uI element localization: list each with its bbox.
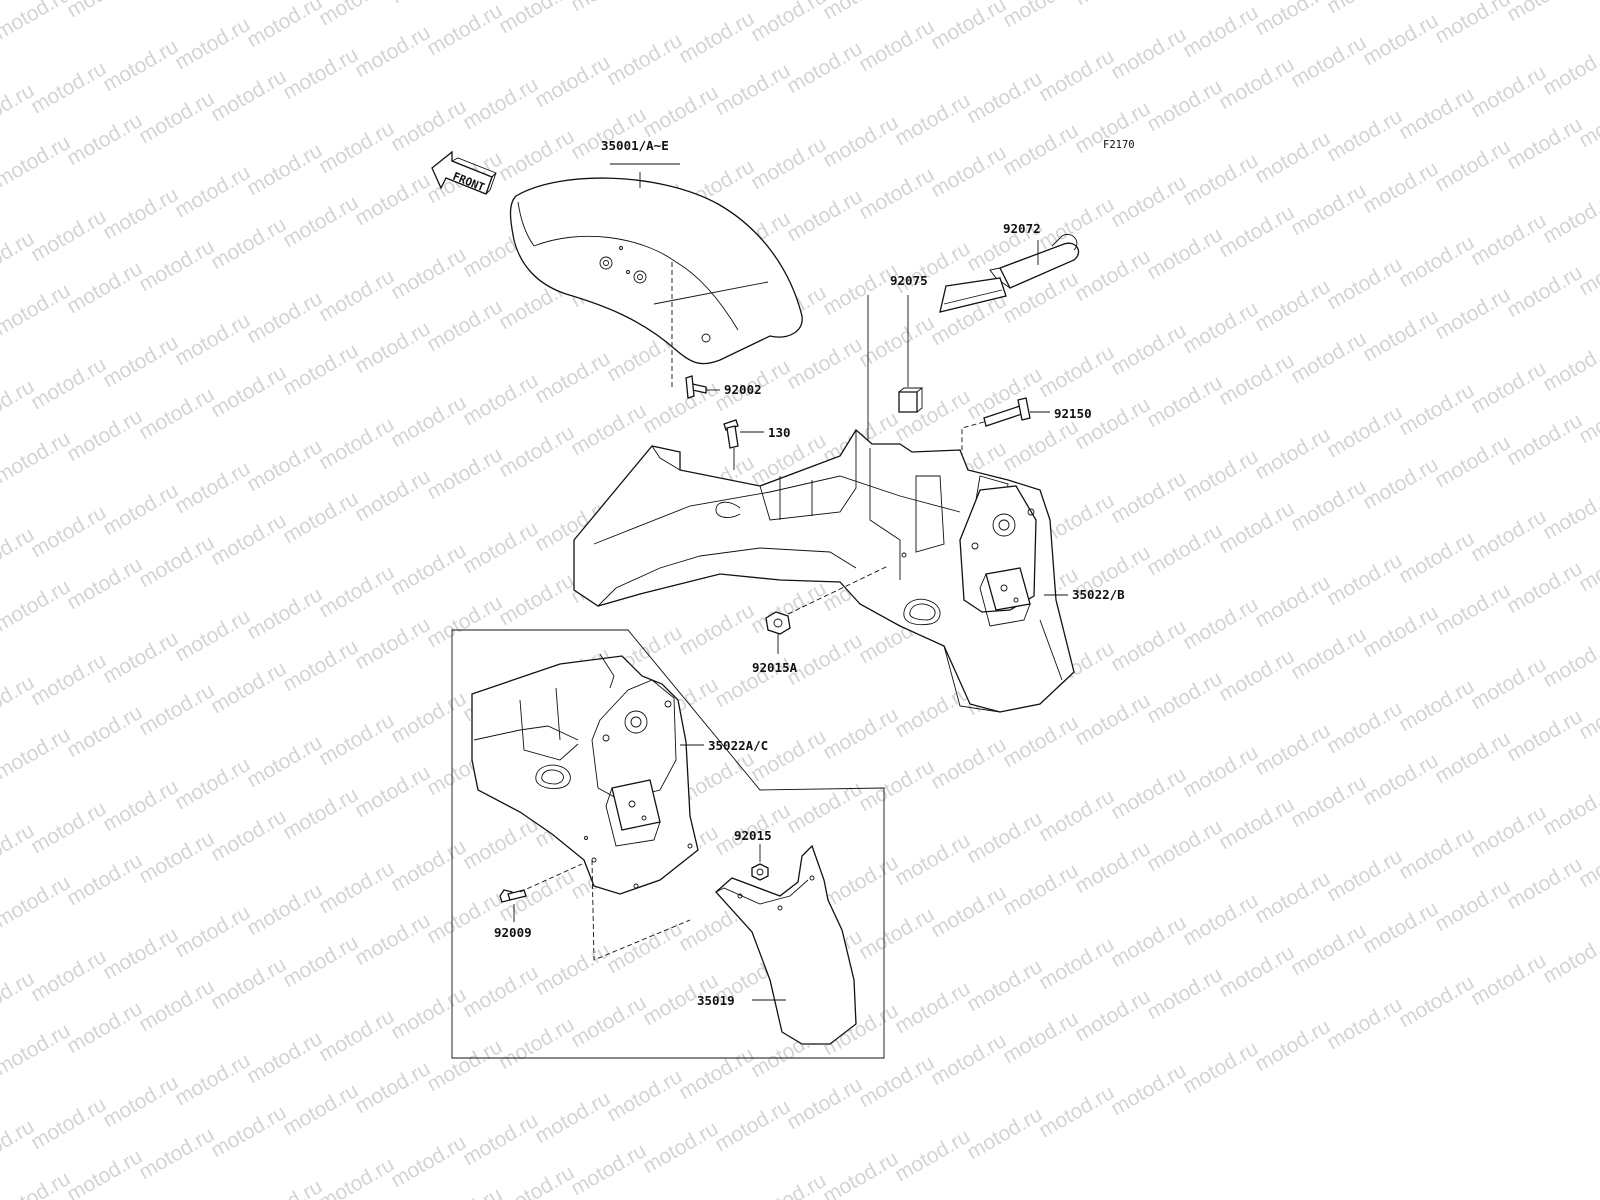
label-bolt-130: 130 — [768, 425, 791, 440]
front-arrow-icon: FRONT — [431, 150, 497, 195]
inset-frame — [451, 629, 885, 1059]
label-pad-92075: 92075 — [890, 273, 928, 288]
bolt-92150-icon — [983, 397, 1050, 427]
label-bolt-92002: 92002 — [724, 382, 762, 397]
label-rear-flap: 35019 — [697, 993, 735, 1008]
rear-fender-35022A-icon — [471, 653, 699, 895]
label-front-fender: 35001/A~E — [601, 138, 669, 153]
screw-92009-icon — [499, 889, 527, 903]
label-screw-92009: 92009 — [494, 925, 532, 940]
label-nut-92015: 92015 — [734, 828, 772, 843]
front-fender-35001 — [509, 177, 803, 365]
bolt-130-icon — [723, 419, 764, 449]
strap-92072-icon — [939, 234, 1080, 313]
label-rear-fender: 35022/B — [1072, 587, 1125, 602]
label-nut-92015A: 92015A — [752, 660, 798, 675]
nut-92015-icon — [751, 863, 769, 881]
figure-code: F2170 — [1103, 139, 1135, 151]
bolt-92002-icon — [685, 375, 720, 399]
nut-92015A-icon — [765, 611, 791, 635]
label-bolt-92150: 92150 — [1054, 406, 1092, 421]
pad-92075-icon — [898, 387, 924, 413]
label-strap-92072-visible: 92072 — [1003, 221, 1041, 236]
rear-fender-35022 — [573, 429, 1075, 713]
label-rear-fender-alt: 35022A/C — [708, 738, 768, 753]
rear-flap-35019-icon — [715, 844, 857, 1045]
